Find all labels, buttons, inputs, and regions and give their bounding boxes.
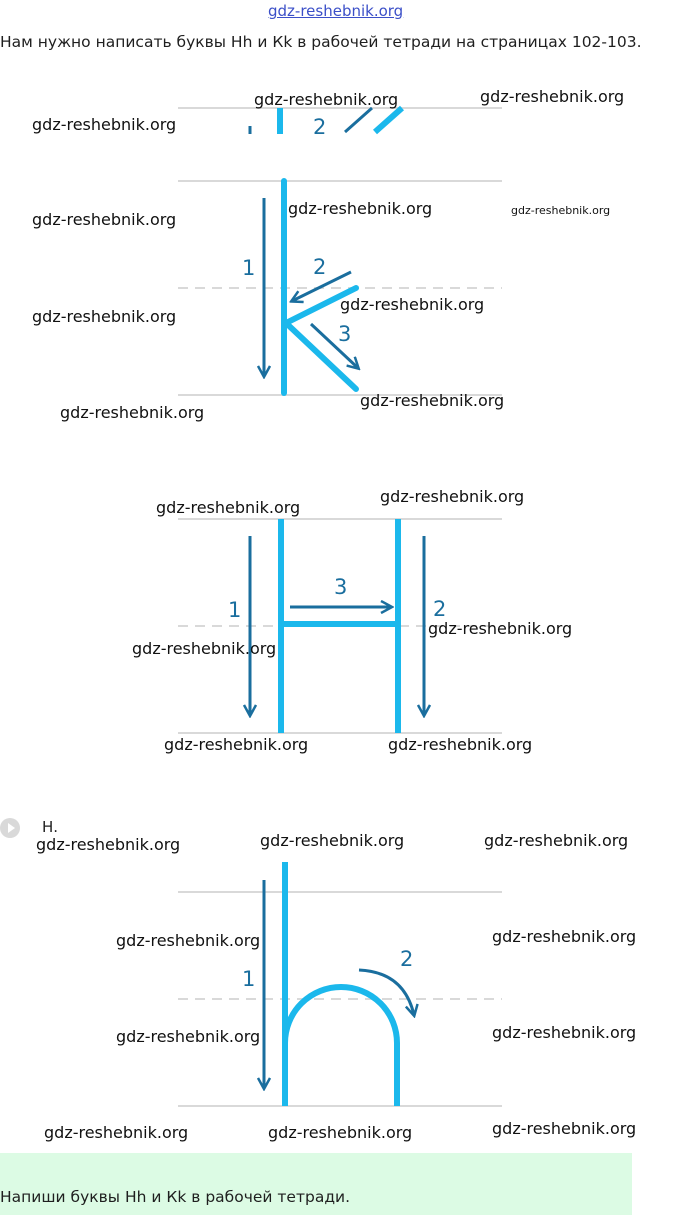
watermark: gdz-reshebnik.org bbox=[288, 199, 433, 218]
watermark: gdz-reshebnik.org bbox=[492, 1023, 637, 1042]
watermark: gdz-reshebnik.org bbox=[268, 1123, 413, 1142]
watermark: gdz-reshebnik.org bbox=[484, 831, 629, 850]
stroke-number-1: 1 bbox=[242, 967, 255, 991]
watermark: gdz-reshebnik.org bbox=[260, 831, 405, 850]
arrow-2 bbox=[292, 270, 352, 301]
watermark: gdz-reshebnik.org bbox=[492, 1119, 637, 1138]
stroke-number-3: 3 bbox=[338, 322, 351, 346]
intro-text: Нам нужно написать буквы Нh и Кk в рабоч… bbox=[0, 33, 642, 51]
watermark: gdz-reshebnik.org bbox=[156, 498, 301, 517]
partial-diagonal bbox=[373, 105, 404, 135]
figure-label: Н. bbox=[42, 818, 59, 836]
watermark: gdz-reshebnik.org bbox=[32, 307, 177, 326]
play-icon[interactable] bbox=[0, 818, 20, 838]
watermark: gdz-reshebnik.org bbox=[44, 1123, 189, 1142]
h-uppercase-figure: 1 3 2 bbox=[178, 518, 502, 734]
footer-text: Напиши буквы Нh и Кk в рабочей тетради. bbox=[0, 1188, 351, 1206]
stroke-number-1: 1 bbox=[228, 598, 241, 622]
k-top-partial-figure: 2 bbox=[178, 105, 502, 139]
k-lower-leg bbox=[283, 320, 359, 392]
watermark: gdz-reshebnik.org bbox=[60, 403, 205, 422]
stroke-number-1: 1 bbox=[242, 256, 255, 280]
watermark: gdz-reshebnik.org bbox=[132, 639, 277, 658]
watermark: gdz-reshebnik.org bbox=[116, 931, 261, 950]
h-lowercase-figure: 1 2 bbox=[178, 862, 502, 1107]
watermark: gdz-reshebnik.org bbox=[340, 295, 485, 314]
k-upper-arm bbox=[283, 285, 359, 326]
arrow-2 bbox=[358, 968, 414, 1015]
watermark: gdz-reshebnik.org bbox=[32, 115, 177, 134]
h-arch bbox=[282, 984, 400, 1106]
watermark: gdz-reshebnik.org bbox=[36, 835, 181, 854]
watermark: gdz-reshebnik.org bbox=[388, 735, 533, 754]
stroke-number-2: 2 bbox=[313, 255, 326, 279]
stroke-number-2: 2 bbox=[400, 947, 413, 971]
stroke-number-2: 2 bbox=[433, 597, 446, 621]
watermark: gdz-reshebnik.org bbox=[254, 90, 399, 109]
watermark: gdz-reshebnik.org bbox=[380, 487, 525, 506]
partial-arrow-2 bbox=[344, 106, 373, 134]
stroke-number-3: 3 bbox=[334, 575, 347, 599]
stroke-number: 2 bbox=[313, 115, 326, 139]
watermark: gdz-reshebnik.org bbox=[164, 735, 309, 754]
watermark: gdz-reshebnik.org bbox=[32, 210, 177, 229]
watermark: gdz-reshebnik.org bbox=[480, 87, 625, 106]
watermark: gdz-reshebnik.org bbox=[116, 1027, 261, 1046]
arrow-3 bbox=[309, 322, 358, 368]
watermark: gdz-reshebnik.org bbox=[360, 391, 505, 410]
watermark: gdz-reshebnik.org bbox=[428, 619, 573, 638]
site-link[interactable]: gdz-reshebnik.org bbox=[268, 2, 404, 20]
k-uppercase-figure: 1 2 3 bbox=[178, 178, 502, 396]
watermark: gdz-reshebnik.org bbox=[511, 204, 611, 217]
watermark: gdz-reshebnik.org bbox=[492, 927, 637, 946]
footer-panel bbox=[0, 1153, 632, 1215]
